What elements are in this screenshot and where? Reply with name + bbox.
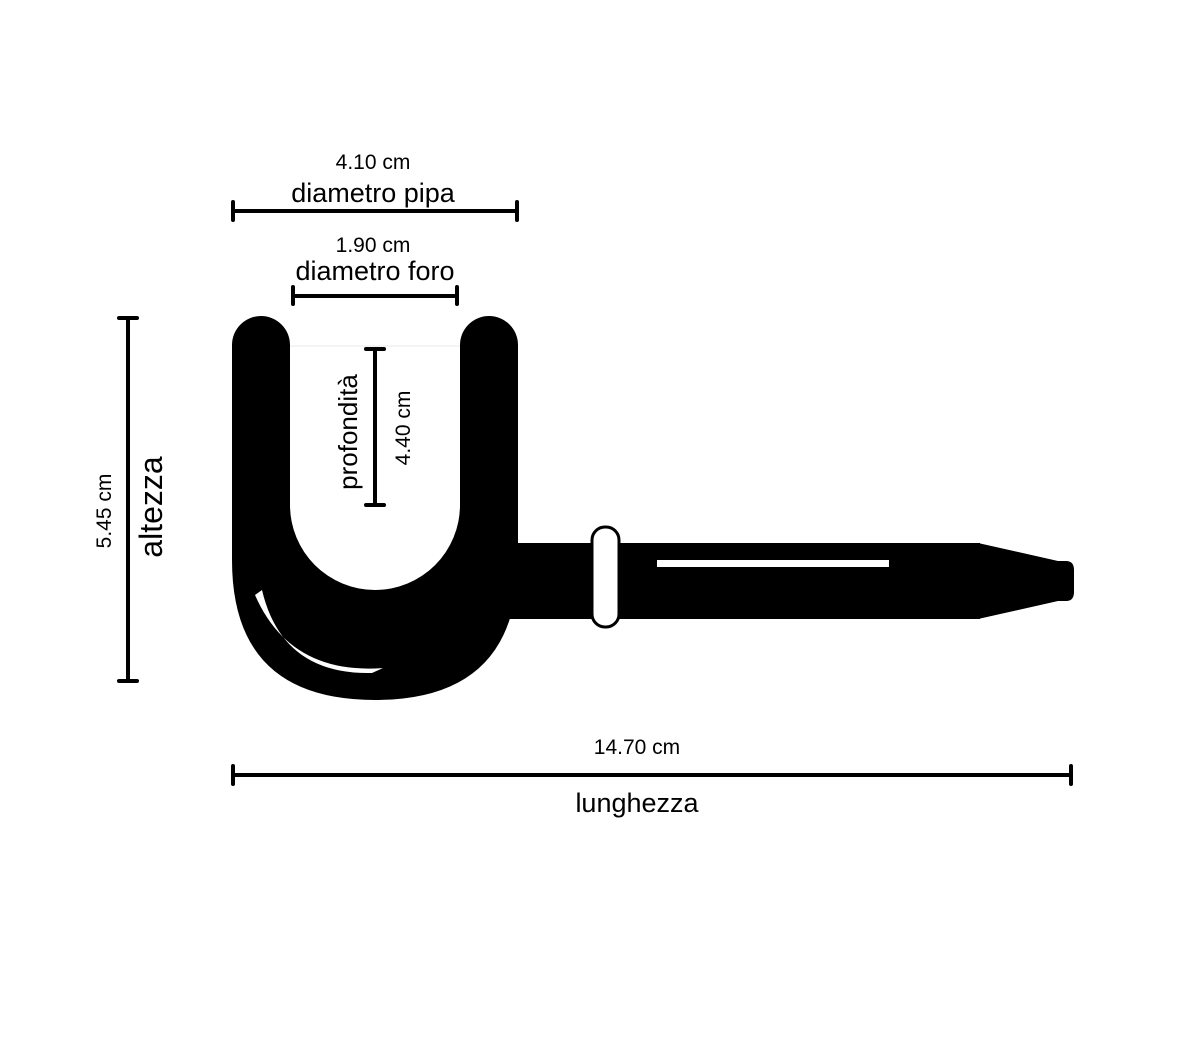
pipe-bowl: [232, 316, 518, 700]
height-value: 5.45 cm: [93, 474, 116, 549]
dimension-bowl-diameter: 4.10 cm diametro pipa: [231, 151, 519, 222]
depth-label: profondità: [333, 374, 363, 490]
dimension-length: 14.70 cm lunghezza: [231, 736, 1073, 818]
pipe-band-ring: [590, 525, 621, 629]
length-value: 14.70 cm: [594, 736, 680, 759]
pipe-illustration: [232, 316, 1074, 700]
pipe-shank: [480, 543, 600, 619]
dimension-depth: profondità 4.40 cm: [333, 347, 415, 507]
depth-value: 4.40 cm: [392, 391, 415, 466]
pipe-mouthpiece: [978, 543, 1074, 619]
bowl-diameter-value: 4.10 cm: [336, 151, 411, 174]
bowl-diameter-label: diametro pipa: [291, 178, 456, 208]
length-label: lunghezza: [575, 788, 699, 818]
height-label: altezza: [133, 456, 169, 558]
bore-diameter-value: 1.90 cm: [336, 234, 411, 257]
pipe-stem: [598, 543, 980, 619]
dimension-height: 5.45 cm altezza: [93, 316, 169, 683]
bore-diameter-label: diametro foro: [295, 256, 454, 286]
dimension-bore-diameter: 1.90 cm diametro foro: [291, 234, 459, 306]
stem-highlight: [657, 560, 889, 567]
